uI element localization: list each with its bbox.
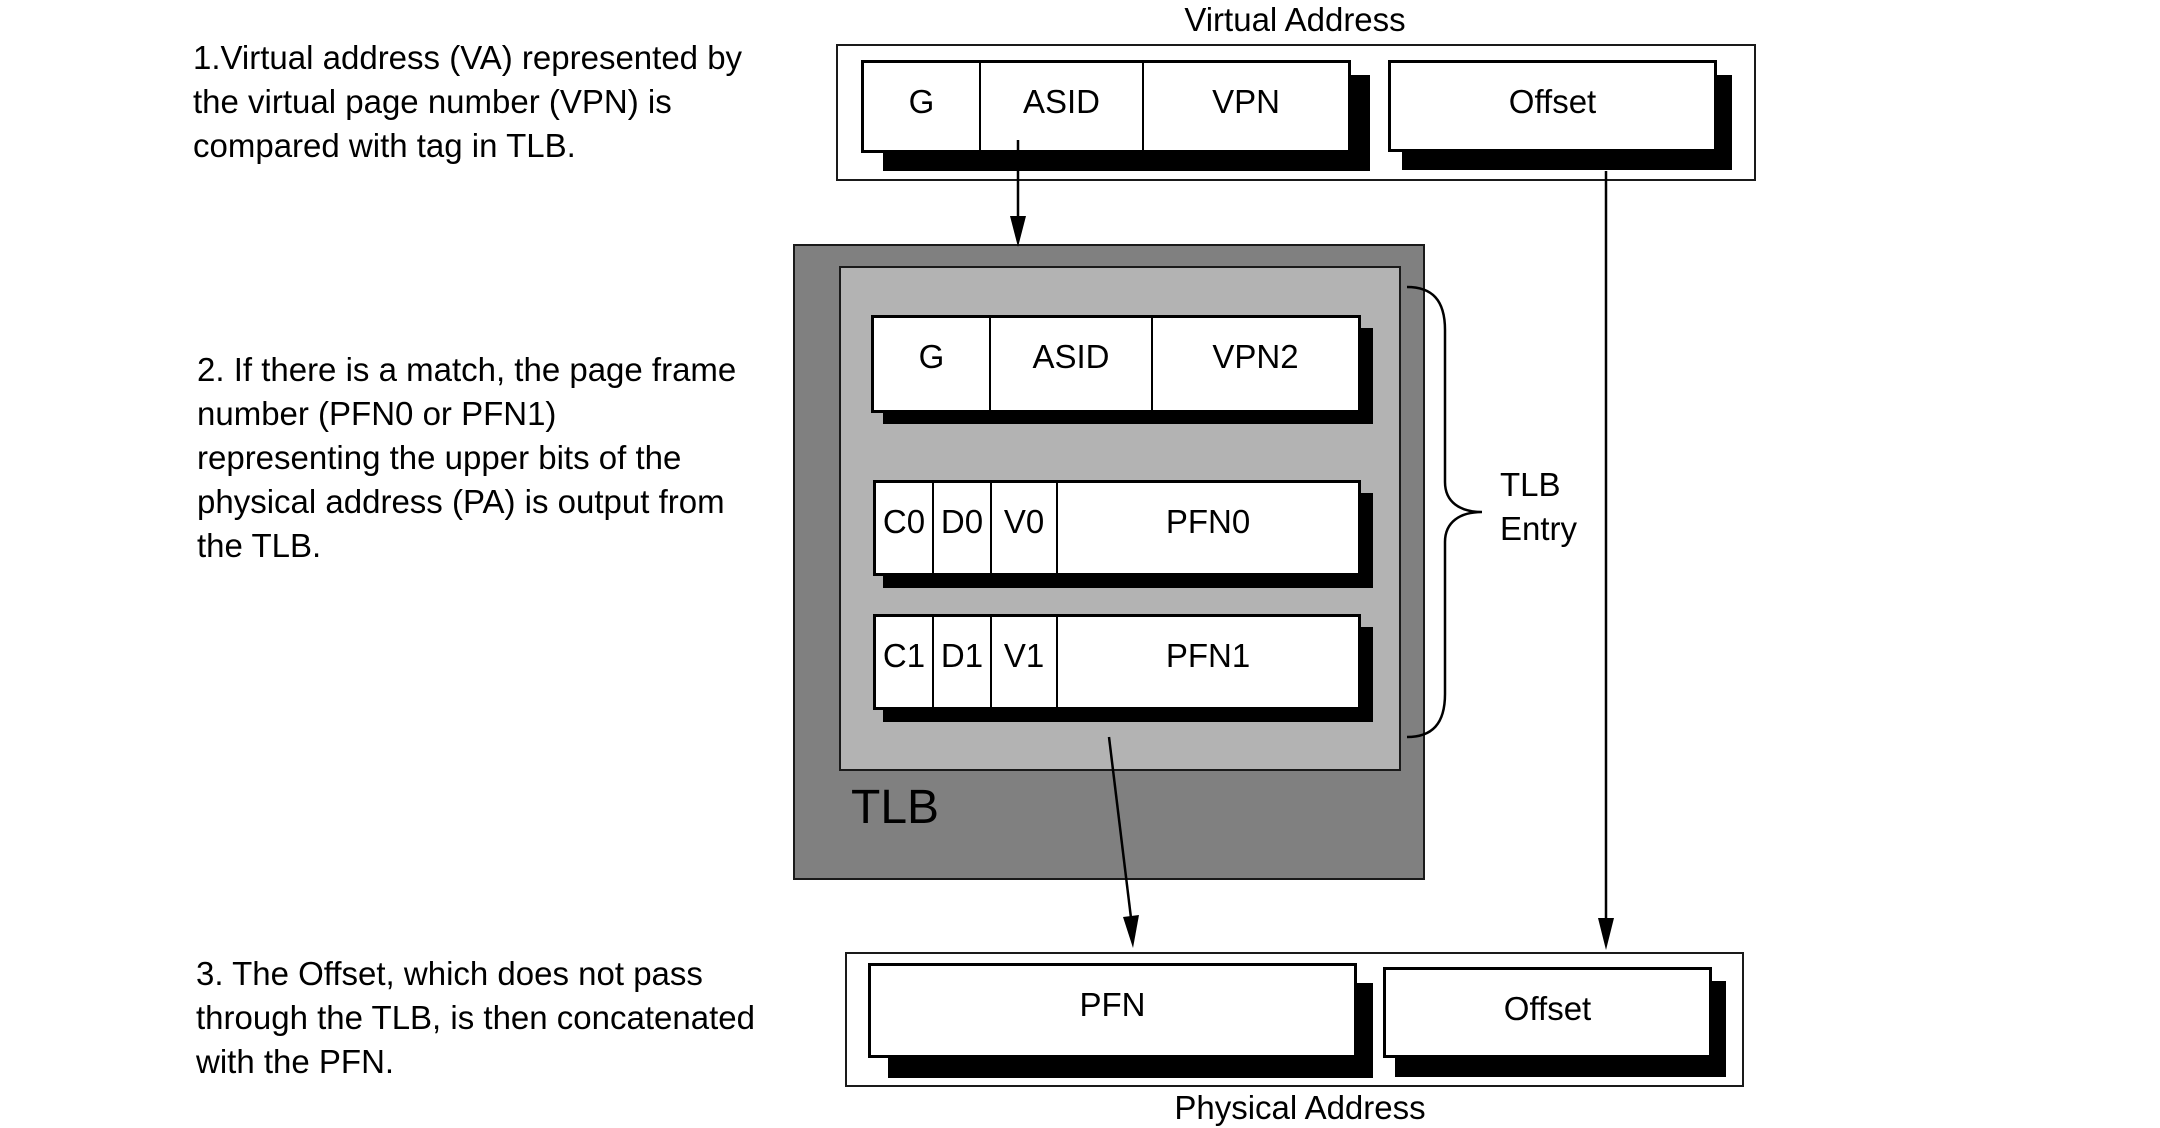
register-body: Offset	[1383, 967, 1712, 1058]
step2-line: physical address (PA) is output from	[197, 483, 725, 520]
tlb-label: TLB	[851, 781, 940, 834]
tlb-odd-register: C1 D1 V1 PFN1	[873, 614, 1373, 722]
step1-line: compared with tag in TLB.	[193, 127, 576, 164]
va-field-vpn: VPN	[1212, 83, 1280, 120]
step2-line: representing the upper bits of the	[197, 439, 682, 476]
pa-field-offset: Offset	[1503, 990, 1592, 1027]
pa-pfn-register: PFN	[868, 963, 1373, 1078]
step3-line: with the PFN.	[196, 1043, 395, 1080]
tlb-field-g: G	[874, 318, 991, 410]
va-field-g: G	[864, 63, 981, 150]
virtual-address-title: Virtual Address	[1184, 1, 1406, 38]
pa-offset-register: Offset	[1383, 967, 1726, 1077]
tlb-field-c0: C0	[876, 483, 934, 573]
step3-note: 3. The Offset, which does not pass throu…	[196, 952, 755, 1084]
va-tag-register: G ASID VPN	[861, 60, 1370, 171]
va-field-asid: ASID	[981, 63, 1144, 150]
register-body: C0 D0 V0 PFN0	[873, 480, 1361, 576]
step2-line: number (PFN0 or PFN1)	[197, 395, 557, 432]
tlb-field-d1: D1	[934, 617, 992, 707]
va-offset-register: Offset	[1388, 60, 1732, 170]
step3-line: through the TLB, is then concatenated	[196, 999, 755, 1036]
step2-line: the TLB.	[197, 527, 322, 564]
tlb-field-vpn2: VPN2	[1212, 338, 1299, 375]
tlb-field-v0: V0	[992, 483, 1058, 573]
tlb-entry-label-line: TLB	[1500, 466, 1561, 503]
step3-line: 3. The Offset, which does not pass	[196, 955, 703, 992]
pa-field-pfn: PFN	[1079, 986, 1146, 1023]
tlb-entry-label-line: Entry	[1500, 510, 1578, 547]
register-body: Offset	[1388, 60, 1717, 152]
step2-line: 2. If there is a match, the page frame	[197, 351, 737, 388]
tlb-tag-register: G ASID VPN2	[871, 315, 1373, 424]
step2-note: 2. If there is a match, the page frame n…	[197, 348, 736, 568]
va-field-offset: Offset	[1508, 83, 1597, 120]
register-body: C1 D1 V1 PFN1	[873, 614, 1361, 710]
step1-line: 1.Virtual address (VA) represented by	[193, 39, 743, 76]
step1-note: 1.Virtual address (VA) represented by th…	[193, 36, 742, 168]
offset-arrowhead	[1598, 918, 1614, 950]
tlb-entry-label: TLB Entry	[1500, 463, 1577, 551]
physical-address-title: Physical Address	[1174, 1089, 1426, 1126]
tlb-field-asid: ASID	[991, 318, 1153, 410]
register-body: PFN	[868, 963, 1357, 1058]
tlb-even-register: C0 D0 V0 PFN0	[873, 480, 1373, 588]
tlb-field-c1: C1	[876, 617, 934, 707]
pfn-arrowhead	[1123, 915, 1139, 948]
tlb-field-v1: V1	[992, 617, 1058, 707]
register-body: G ASID VPN	[861, 60, 1351, 153]
tlb-field-pfn0: PFN0	[1165, 503, 1251, 540]
register-body: G ASID VPN2	[871, 315, 1361, 413]
va-to-tlb-arrowhead	[1010, 216, 1026, 247]
step1-line: the virtual page number (VPN) is	[193, 83, 672, 120]
tlb-field-pfn1: PFN1	[1165, 637, 1251, 674]
tlb-field-d0: D0	[934, 483, 992, 573]
